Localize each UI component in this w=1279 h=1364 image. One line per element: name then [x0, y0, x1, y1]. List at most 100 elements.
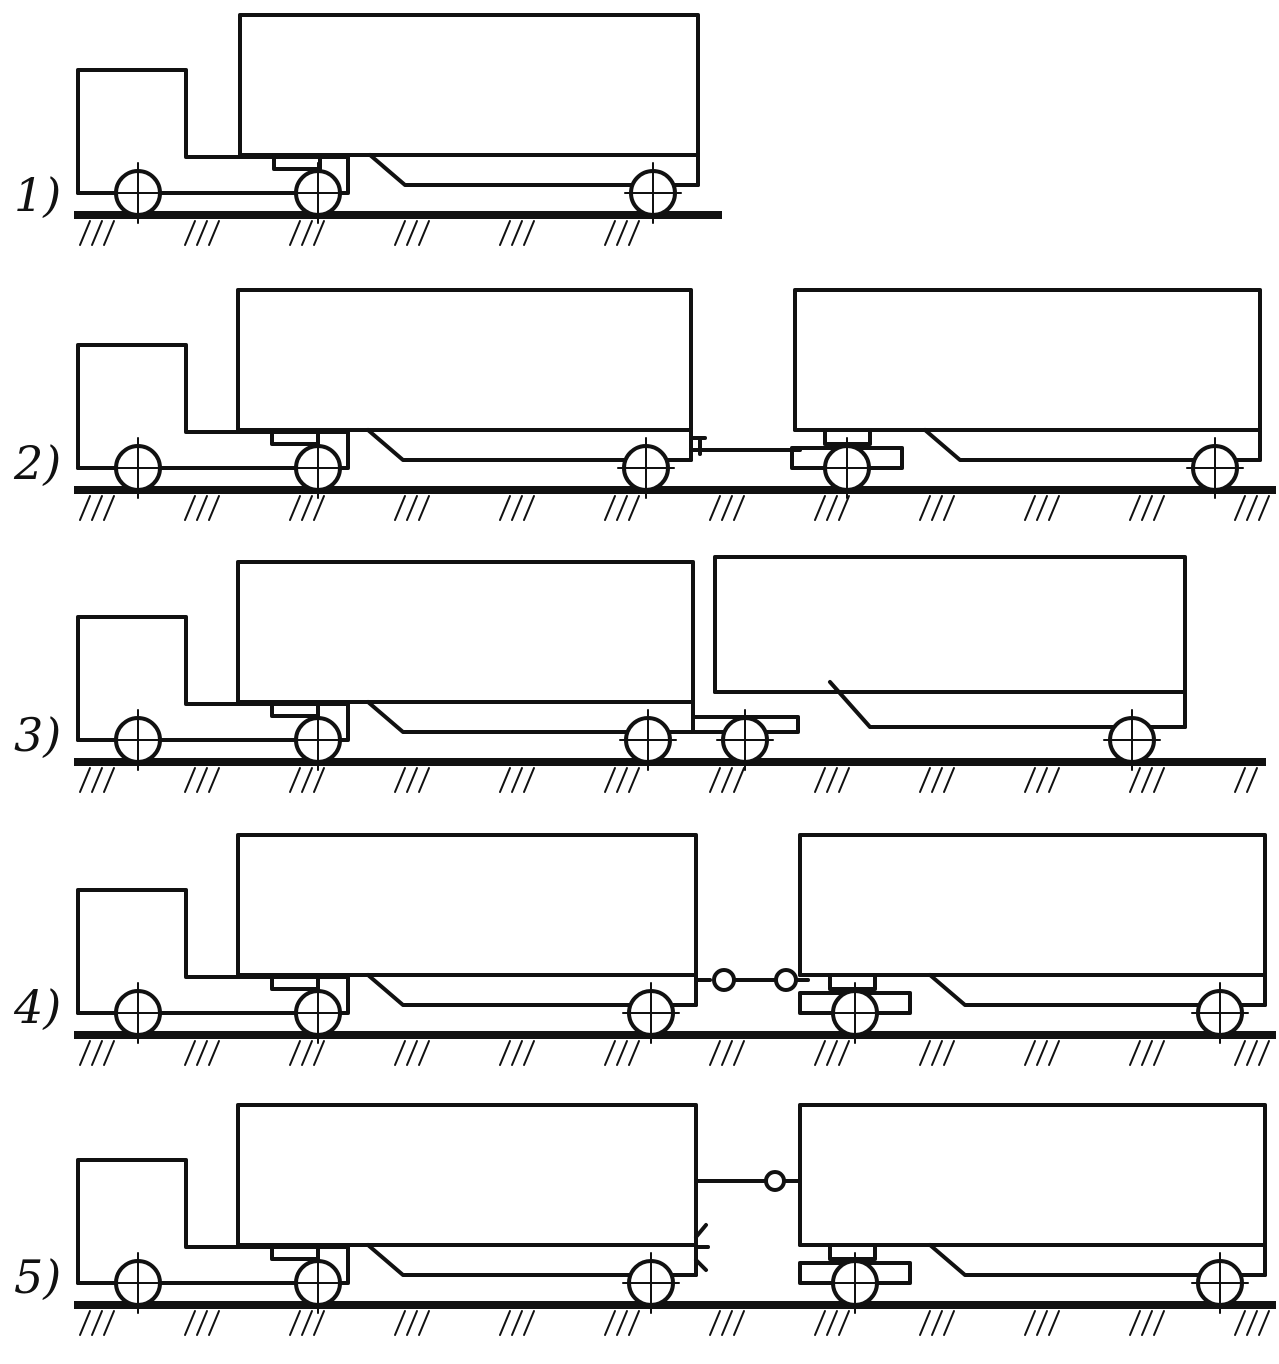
ground-hatch [709, 1040, 721, 1066]
config-5 [74, 1103, 1276, 1336]
ground-hatch [103, 495, 115, 521]
trailer-chassis [366, 1243, 698, 1277]
ground-hatch [523, 1310, 535, 1336]
ground-hatch [523, 495, 535, 521]
tractor-cab [76, 615, 350, 742]
ground-hatch [418, 1040, 430, 1066]
ground-hatch [418, 767, 430, 793]
ground-hatch [628, 767, 640, 793]
ground-hatch [814, 767, 826, 793]
ground-hatch [184, 495, 196, 521]
trailer2-chassis [928, 1243, 1267, 1277]
tractor-cab [76, 888, 350, 1015]
ground-hatch [1153, 495, 1165, 521]
ground-hatch [604, 767, 616, 793]
ground-hatch [721, 767, 733, 793]
ground-hatch [289, 220, 301, 246]
ground-hatch [1234, 767, 1246, 793]
ground-hatch [814, 495, 826, 521]
ground-hatch [79, 220, 91, 246]
ground-hatch [604, 220, 616, 246]
ground-hatch [616, 1040, 628, 1066]
config-1 [74, 13, 722, 246]
ground-hatch [91, 495, 103, 521]
ground-hatch [499, 767, 511, 793]
ground-hatch [196, 220, 208, 246]
ground-hatch [406, 1040, 418, 1066]
ground-hatch [394, 767, 406, 793]
ground-hatch [511, 1310, 523, 1336]
ground-hatch [208, 495, 220, 521]
ground-hatch [814, 1310, 826, 1336]
ground-hatch [184, 1310, 196, 1336]
ground-hatch [1036, 495, 1048, 521]
trailer-box [236, 560, 695, 734]
ground-hatch [733, 767, 745, 793]
tractor-cab [76, 343, 350, 470]
ground-hatch [394, 1040, 406, 1066]
ground-hatch [1141, 1040, 1153, 1066]
ground-hatch [184, 767, 196, 793]
ground-hatch [499, 495, 511, 521]
ground-hatch [721, 1310, 733, 1336]
ground-hatch [208, 1310, 220, 1336]
trailer-chassis [366, 700, 695, 734]
kingpin-plate [270, 700, 320, 718]
ground-hatch [814, 1040, 826, 1066]
ground-hatch [406, 495, 418, 521]
ground-hatch [208, 220, 220, 246]
ground-hatch [79, 495, 91, 521]
ground-hatch [826, 1040, 838, 1066]
trailer-chassis [366, 428, 693, 462]
ground-hatch [313, 495, 325, 521]
ground-hatch [616, 1310, 628, 1336]
ground-hatch [313, 1040, 325, 1066]
ground-hatch [103, 1310, 115, 1336]
ground-hatch [1048, 1310, 1060, 1336]
second-trailer-chassis [828, 680, 1187, 729]
ground-hatch [184, 1040, 196, 1066]
trailer2-chassis [923, 428, 1262, 462]
ground-hatch [1048, 1040, 1060, 1066]
trailer2-chassis [928, 973, 1267, 1007]
ground-hatch [616, 220, 628, 246]
ground-hatch [418, 495, 430, 521]
ground-hatch [943, 495, 955, 521]
ground-hatch [301, 220, 313, 246]
ground-hatch [1024, 767, 1036, 793]
ground-hatch [289, 495, 301, 521]
ground-hatch [616, 495, 628, 521]
ground-hatch [1048, 767, 1060, 793]
ground-hatch [91, 767, 103, 793]
ground-hatch [709, 1310, 721, 1336]
ground-hatch [406, 220, 418, 246]
ground-hatch [838, 495, 850, 521]
ground-hatch [628, 220, 640, 246]
ground-hatch [313, 220, 325, 246]
ground-hatch [208, 767, 220, 793]
ground-hatch [184, 220, 196, 246]
trailer-chassis [368, 153, 700, 187]
ground-hatch [931, 1040, 943, 1066]
ground-hatch [616, 767, 628, 793]
dolly-frame [798, 1261, 912, 1285]
ground-hatch [1048, 495, 1060, 521]
tractor-cab [76, 68, 350, 195]
kingpin-plate [270, 973, 320, 991]
ground-hatch [1129, 1310, 1141, 1336]
ground-hatch [196, 495, 208, 521]
ground-hatch [943, 1040, 955, 1066]
ground-hatch [1246, 767, 1258, 793]
ground-hatch [79, 767, 91, 793]
ground-hatch [289, 767, 301, 793]
ground-hatch [103, 767, 115, 793]
ground-hatch [208, 1040, 220, 1066]
ground-hatch [394, 495, 406, 521]
ground-hatch [721, 1040, 733, 1066]
ground-hatch [1258, 1040, 1270, 1066]
ground-hatch [1129, 1040, 1141, 1066]
ground-hatch [628, 1040, 640, 1066]
ground-hatch [1153, 1310, 1165, 1336]
ground-hatch [91, 1040, 103, 1066]
